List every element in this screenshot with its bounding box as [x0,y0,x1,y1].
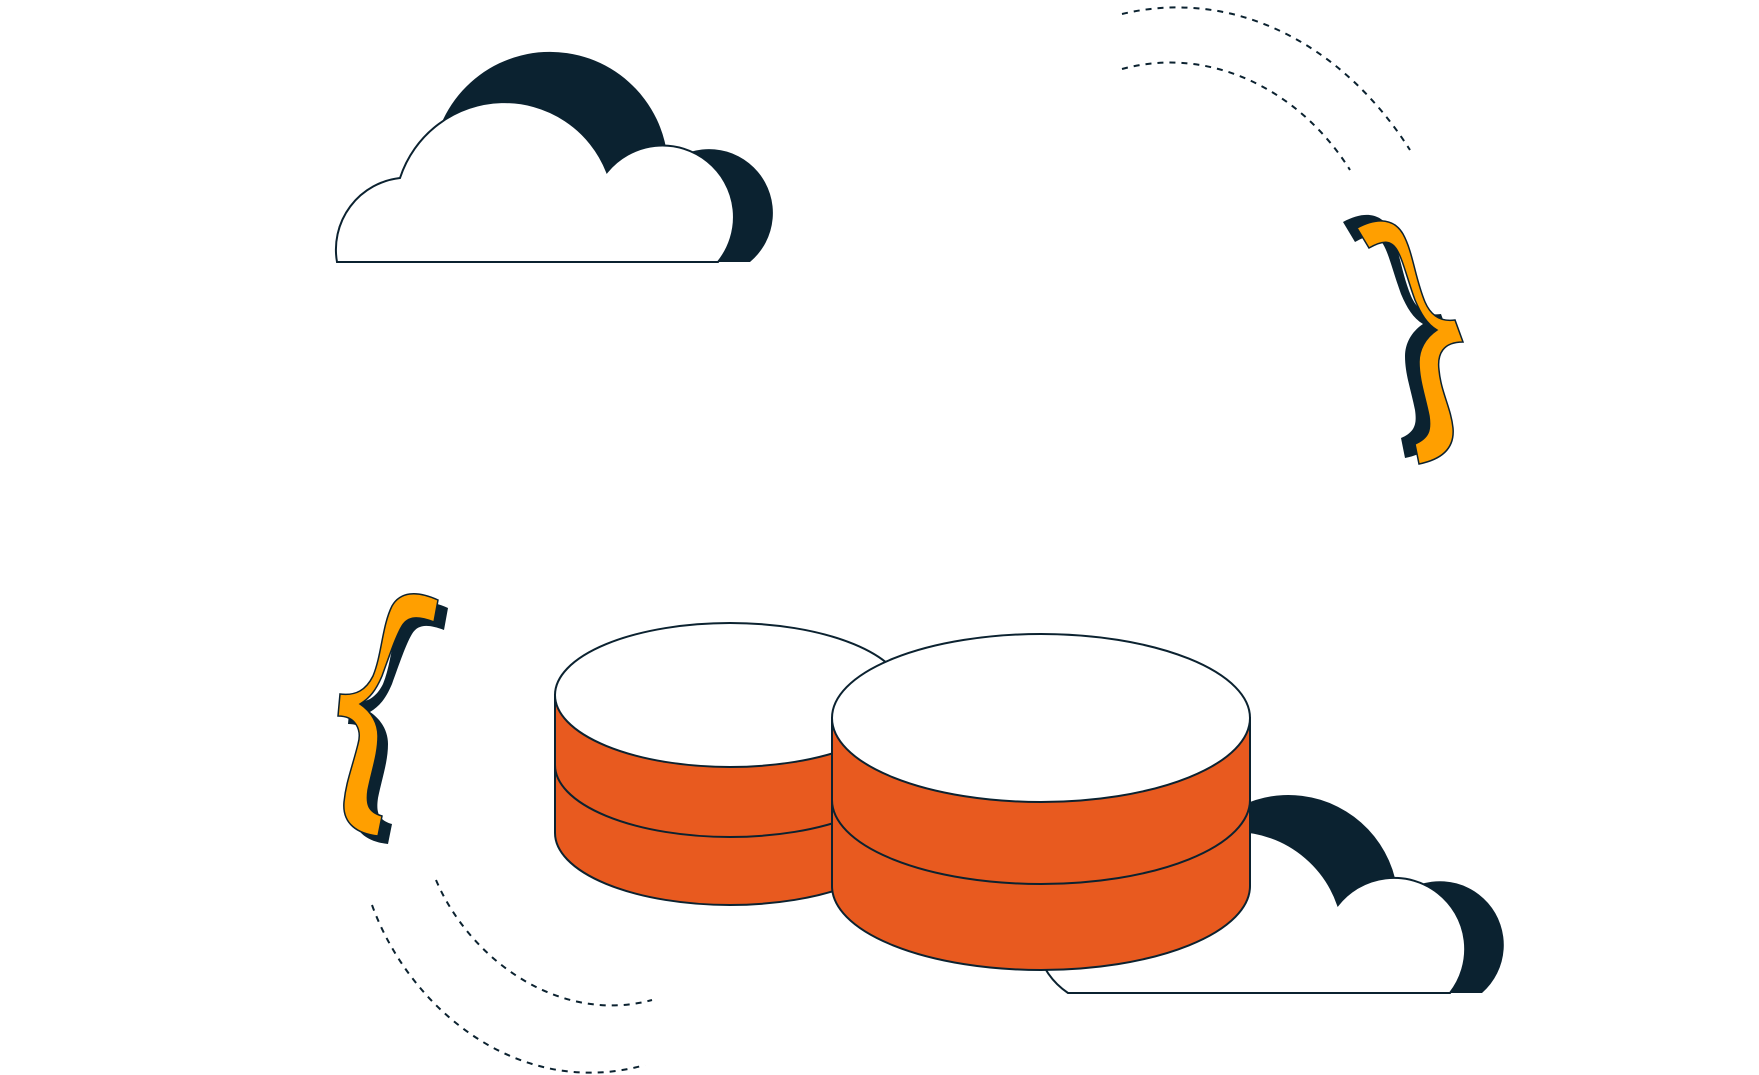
signal-arc-icon [1121,6,1411,171]
signal-arc-icon [371,879,653,1074]
cloud-body [334,101,735,263]
database-icon [554,622,906,906]
curly-brace-icon [337,593,448,844]
curly-brace-icon [1343,214,1465,465]
brace-body [337,593,439,837]
signal-arc-inner [435,879,653,1007]
signal-arc-outer [371,904,646,1074]
database-top [831,633,1251,803]
brace-body [1355,220,1465,465]
database-divider [831,799,1251,885]
database-icon [831,633,1251,971]
brace-shadow [348,601,448,844]
signal-arc-inner [1121,61,1351,171]
cloud-icon [334,51,773,263]
signal-arc-outer [1121,6,1411,151]
brace-shadow [1343,214,1449,458]
